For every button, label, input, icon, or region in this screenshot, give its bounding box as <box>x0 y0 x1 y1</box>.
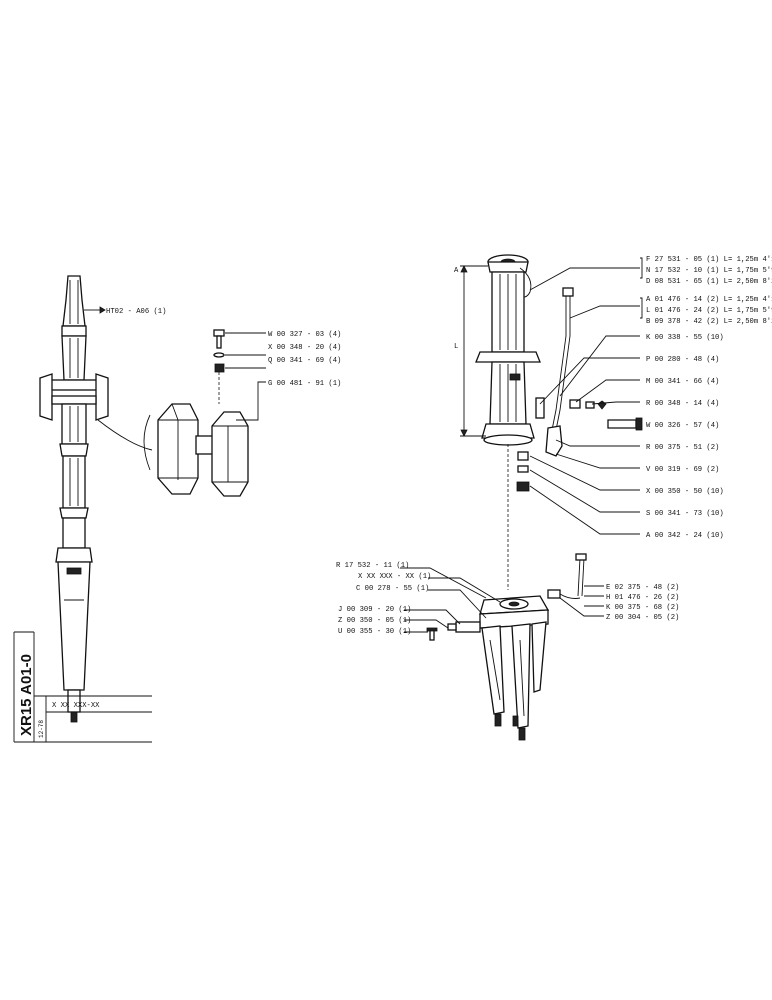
base-left-callout-4: J 00 309 - 20 (1) <box>338 606 411 614</box>
mast-callout-2: P 00 280 - 48 (4) <box>646 356 719 364</box>
base-left-callout-6: U 00 355 - 30 (1) <box>338 628 411 636</box>
base-left-callout-3: C 00 278 - 55 (1) <box>356 585 429 593</box>
cable-callout-1: A 01 476 - 14 (2) L= 1,25m 4'1" <box>646 296 772 304</box>
length-callout-1: F 27 531 - 05 (1) L= 1,25m 4'1" <box>646 256 772 264</box>
drawing-date: 12-78 <box>38 720 45 738</box>
clamp-detail <box>157 403 249 497</box>
mast-callout-6: R 00 375 - 51 (2) <box>646 444 719 452</box>
mast-callout-4: R 00 348 - 14 (4) <box>646 400 719 408</box>
bolt-callout-3: Q 00 341 - 69 (4) <box>268 357 341 365</box>
drawing-number: XR15 A01-0 <box>18 654 35 736</box>
mast-callout-10: A 00 342 - 24 (10) <box>646 532 724 540</box>
dim-a-label: A <box>454 267 459 275</box>
base-left-callout-1: R 17 532 - 11 (1) <box>336 562 409 570</box>
cable-callout-3: B 09 378 - 42 (2) L= 2,50m 8'2" <box>646 318 772 326</box>
mast-section-callouts: F 27 531 - 05 (1) L= 1,25m 4'1" N 17 532… <box>646 256 772 540</box>
base-section-leaders <box>400 567 604 633</box>
base-right-callout-4: Z 00 304 - 05 (2) <box>606 614 679 622</box>
clamp-arc <box>143 414 151 471</box>
bolt-callouts: W 00 327 - 03 (4) X 00 348 - 20 (4) Q 00… <box>225 331 341 421</box>
length-callout-3: D 08 531 - 65 (1) L= 2,50m 8'2" <box>646 278 772 286</box>
cable-callout-2: L 01 476 - 24 (2) L= 1,75m 5'9" <box>646 307 772 315</box>
clamp-bolt-stack <box>213 329 225 404</box>
base-left-callout-5: Z 00 350 - 05 (1) <box>338 617 411 625</box>
length-callout-2: N 17 532 - 10 (1) L= 1,75m 5'9" <box>646 267 772 275</box>
dim-l-label: L <box>454 343 458 351</box>
base-right-callout-2: H 01 476 - 26 (2) <box>606 594 679 602</box>
base-left-callout-2: X XX XXX - XX (1) <box>358 573 431 581</box>
leader-curve <box>97 419 153 451</box>
base-section-drawing <box>426 553 587 741</box>
base-right-callout-1: E 02 375 - 48 (2) <box>606 584 679 592</box>
title-block: XR15 A01-0 12-78 X XX XXX-XX <box>13 631 152 743</box>
mast-callout-5: W 00 326 - 57 (4) <box>646 422 719 430</box>
mast-section-drawing: A L <box>454 254 541 590</box>
mast-callout-9: S 00 341 - 73 (10) <box>646 510 724 518</box>
bolt-callout-1: W 00 327 - 03 (4) <box>268 331 341 339</box>
left-mast-assembly <box>39 275 109 723</box>
base-right-callout-3: K 00 375 - 68 (2) <box>606 604 679 612</box>
mast-callout-8: X 00 350 - 50 (10) <box>646 488 724 496</box>
base-section-callouts: R 17 532 - 11 (1) X XX XXX - XX (1) C 00… <box>336 562 679 636</box>
bolt-callout-4: G 00 481 - 91 (1) <box>268 380 341 388</box>
cable-hardware <box>535 287 643 457</box>
title-code: X XX XXX-XX <box>52 702 100 710</box>
mast-callout-7: V 00 319 - 69 (2) <box>646 466 719 474</box>
ht-callout-label: HT02 - A06 (1) <box>106 308 166 316</box>
bolt-callout-2: X 00 348 - 20 (4) <box>268 344 341 352</box>
mast-callout-1: K 00 338 - 55 (10) <box>646 334 724 342</box>
fastener-stack <box>516 451 530 492</box>
mast-callout-3: M 00 341 - 66 (4) <box>646 378 719 386</box>
ht-callout: HT02 - A06 (1) <box>84 306 166 316</box>
mast-section-leaders <box>529 257 643 535</box>
